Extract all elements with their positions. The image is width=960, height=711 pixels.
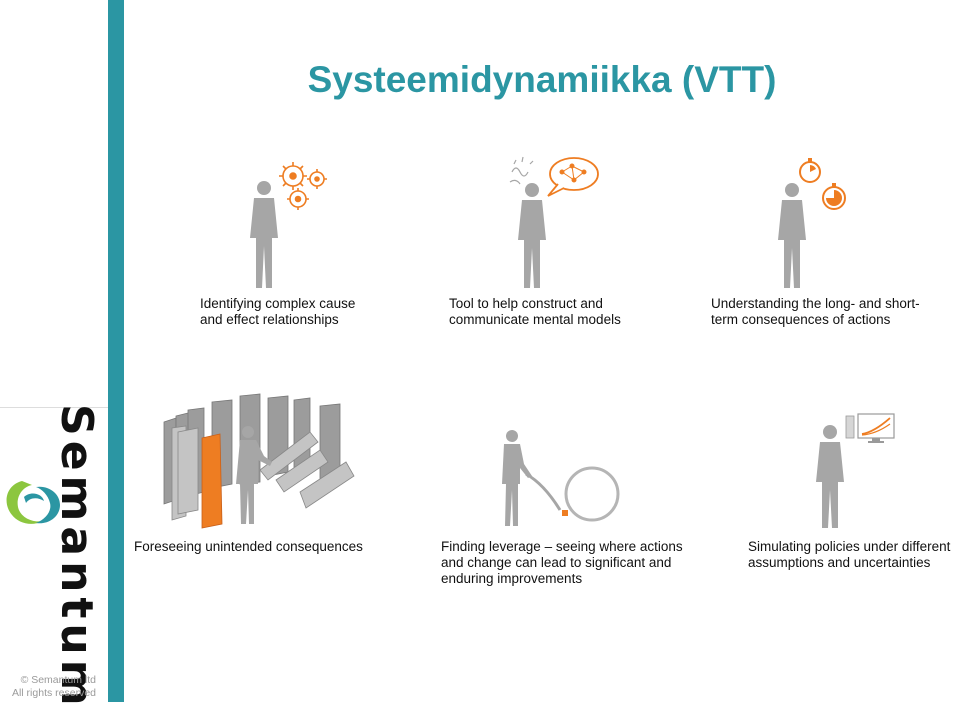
copyright-line-1: © Semantum ltd <box>20 674 96 686</box>
speech-bubble-network-icon <box>547 157 599 197</box>
benefit-4-illustration <box>163 393 355 529</box>
benefit-3-caption: Understanding the long- and short- term … <box>711 296 920 327</box>
person-icon <box>518 183 546 288</box>
person-icon <box>816 425 844 528</box>
person-icon <box>778 183 806 288</box>
benefit-3-illustration <box>778 158 846 288</box>
benefit-2-caption: Tool to help construct and communicate m… <box>449 296 621 327</box>
page-title: Systeemidynamiikka (VTT) <box>307 59 777 100</box>
person-icon <box>250 181 278 288</box>
dominoes-icon <box>163 393 355 529</box>
copyright: © Semantum ltd All rights reserved <box>4 674 96 700</box>
benefit-1-illustration <box>250 162 327 288</box>
benefit-4-caption: Foreseeing unintended consequences <box>134 539 363 554</box>
benefit-5-caption: Finding leverage – seeing where actions … <box>441 539 683 586</box>
sidebar-divider <box>0 407 108 408</box>
monitor-chart-icon <box>845 413 895 443</box>
stopwatch-icon <box>799 158 846 210</box>
brand-wordmark: Semantum <box>51 404 102 711</box>
lever-icon <box>502 430 620 526</box>
person-icon <box>502 430 532 526</box>
gears-icon <box>279 162 327 210</box>
copyright-line-2: All rights reserved <box>11 687 96 699</box>
benefit-2-illustration <box>509 156 599 288</box>
benefit-6-caption: Simulating policies under different assu… <box>748 539 951 570</box>
semantum-logo-icon <box>6 481 60 524</box>
person-icon <box>236 426 272 524</box>
benefit-5-illustration <box>502 430 620 526</box>
benefit-6-illustration <box>816 413 895 528</box>
benefit-1-caption: Identifying complex cause and effect rel… <box>200 296 356 327</box>
accent-stripe <box>108 0 124 702</box>
confusion-doodle-icon <box>509 156 534 185</box>
